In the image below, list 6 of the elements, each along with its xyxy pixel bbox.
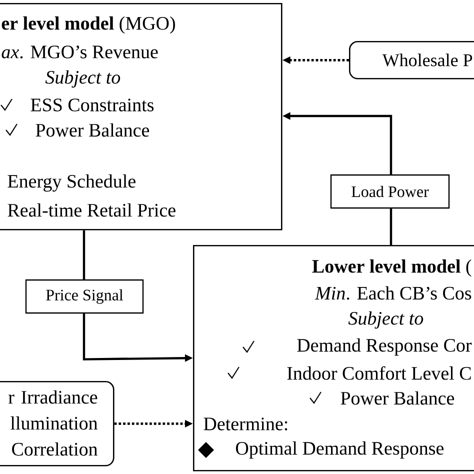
input-box: r Irradiance llumination Correlation [0, 381, 114, 466]
edge-label: Price Signal [25, 279, 144, 314]
model-box: er level model (MGO) ax. MGO’s Revenue Subject to ESS Constraints Power Balance Energy Schedule Real-time Retail Price [0, 3, 282, 230]
input-box: Wholesale P [349, 41, 474, 80]
edge-label: Load Power [330, 174, 450, 209]
model-box: Lower level model ( Min. Each CB’s Cos Subject to Demand Response Cor Indoor Comfort Level C Power Balance Determine: Optimal Demand Response [193, 245, 474, 472]
